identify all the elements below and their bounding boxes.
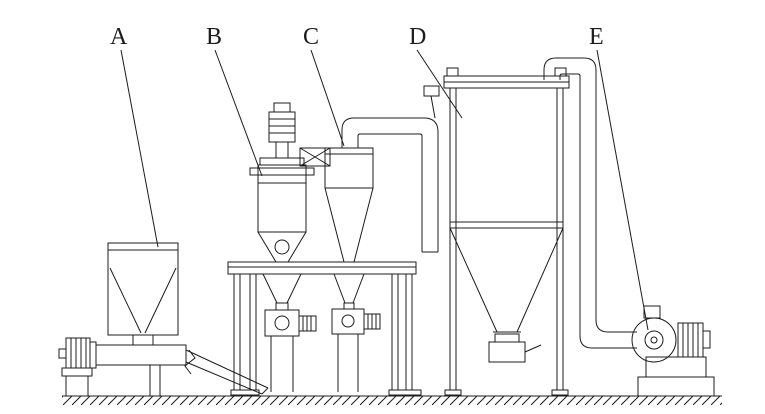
screw-feeder: [58, 337, 269, 397]
cyclone-cone-right: [353, 187, 374, 263]
collector-cone-right: [516, 227, 564, 333]
mill-body: [257, 164, 307, 233]
dust-collector: [443, 67, 570, 396]
hopper-funnel-left: [109, 267, 142, 334]
blower-motor: [677, 322, 711, 358]
label-b: B: [206, 24, 222, 50]
collector-cone-left: [449, 227, 498, 333]
blower-volute: [631, 317, 677, 363]
hopper-outlet: [132, 334, 154, 346]
discharge-chute: [184, 349, 269, 395]
leader-line-c: [310, 49, 345, 147]
collector-body: [449, 87, 564, 229]
collector-rotary-valve: [488, 341, 526, 363]
blower: [631, 305, 715, 397]
feed-hopper: [107, 242, 179, 346]
mill-motor-cap: [273, 102, 291, 113]
ground-line: [62, 395, 722, 405]
mill-discharge-valve: [262, 273, 317, 392]
cyclone-discharge-valve: [331, 273, 381, 392]
cyclone: [324, 147, 381, 392]
feeder-motor: [58, 337, 93, 397]
mill-cone-left: [257, 231, 277, 263]
platform-table: [227, 261, 422, 396]
table-leg: [391, 273, 399, 391]
blower-base: [637, 376, 715, 397]
table-leg: [249, 273, 257, 391]
mill-shaft: [275, 141, 289, 159]
label-c: C: [303, 24, 319, 50]
mill-flange: [249, 167, 315, 176]
hopper-box: [107, 242, 179, 336]
mill-sight-glass: [274, 239, 290, 255]
cyclone-barrel: [324, 153, 374, 189]
table-leg: [405, 273, 413, 391]
leader-line-a: [120, 49, 159, 248]
mill: [249, 102, 331, 392]
mill-cone-right: [287, 231, 307, 263]
table-top: [227, 261, 417, 275]
leader-line-b: [214, 49, 263, 177]
feeder-housing: [95, 344, 187, 366]
label-e: E: [589, 24, 604, 50]
leader-line-e: [596, 49, 649, 331]
leader-line-d: [416, 49, 463, 119]
cyclone-cone-left: [324, 187, 345, 263]
labels: A B C D E: [110, 24, 649, 331]
label-d: D: [409, 24, 426, 50]
mill-motor: [268, 111, 296, 143]
ground-hatching: [62, 396, 722, 405]
hopper-funnel-right: [144, 267, 177, 334]
blower-pedestal: [645, 356, 707, 378]
label-a: A: [110, 24, 128, 50]
duct-damper: [423, 85, 440, 119]
valve-handle: [524, 344, 542, 353]
collector-outlet-pipe: [543, 57, 637, 349]
break-mark: [184, 349, 196, 375]
cyclone-outlet-duct: [341, 85, 440, 253]
